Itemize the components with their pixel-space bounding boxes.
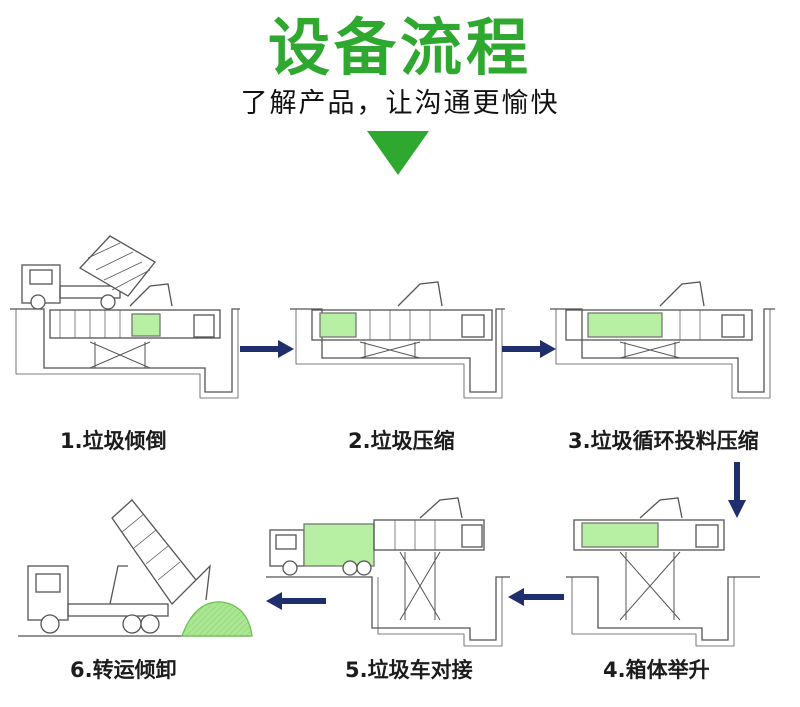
- arrow-5-to-6-icon: [266, 592, 326, 610]
- arrow-4-to-5-icon: [508, 588, 564, 606]
- step-label-4: 4.箱体举升: [603, 658, 710, 682]
- arrow-1-to-2-icon: [240, 340, 294, 358]
- step-label-5: 5.垃圾车对接: [345, 658, 473, 682]
- step4-illustration: [566, 497, 760, 647]
- step5-illustration: [266, 497, 510, 647]
- step2-illustration: [290, 281, 505, 399]
- step-label-3: 3.垃圾循环投料压缩: [568, 429, 759, 453]
- arrow-3-to-4-icon: [728, 462, 746, 518]
- arrow-2-to-3-icon: [502, 340, 556, 358]
- step-label-2: 2.垃圾压缩: [348, 429, 455, 453]
- step3-illustration: [550, 281, 775, 399]
- page-title: 设备流程: [267, 11, 532, 84]
- step-label-1: 1.垃圾倾倒: [60, 429, 167, 453]
- step1-illustration: [10, 235, 240, 399]
- page-subtitle: 了解产品，让沟通更愉快: [240, 88, 560, 119]
- down-triangle-icon: [367, 131, 429, 175]
- step6-illustration: [18, 499, 253, 637]
- step-label-6: 6.转运倾卸: [70, 658, 177, 682]
